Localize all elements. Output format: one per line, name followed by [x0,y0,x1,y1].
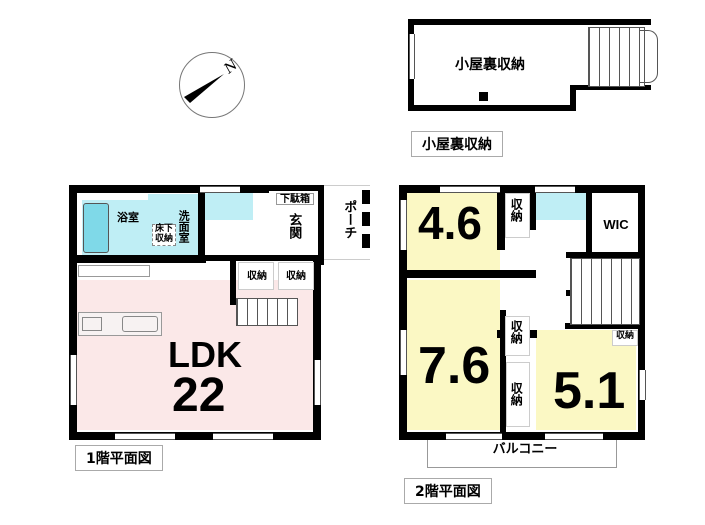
attic-caption: 小屋裏収納 [411,131,503,157]
balcony [427,440,617,468]
room-7-6-storage-label: 収納 [509,320,524,344]
stairs-2f [570,258,640,325]
sink-icon [122,316,158,332]
room-7-6 [404,280,500,430]
floor2-caption: 2階平面図 [404,478,492,504]
attic-room-label: 小屋裏収納 [455,57,525,73]
bath-label: 浴室 [117,211,139,224]
room-4-6 [404,190,500,270]
room-4-6-storage-label: 収納 [509,198,524,222]
toilet-2f [533,190,587,220]
room-4-6-size: 4.6 [418,197,482,249]
compass-needle-icon [184,74,224,103]
balcony-label: バルコニー [492,442,558,457]
storage-label-1f-b: 収納 [286,271,306,282]
stairs-1f [236,298,298,326]
kitchen-storage [78,265,150,277]
floor1-caption: 1階平面図 [75,445,163,471]
room-5-1-left-storage-label: 収納 [509,382,524,406]
room-5-1-size: 5.1 [553,362,626,420]
wic-label: WIC [603,217,629,232]
entrance-label: 玄関 [286,213,302,239]
stove-icon [82,317,102,331]
room-5-1-storage-label: 収納 [615,331,634,341]
wic [592,193,638,252]
compass: N [179,52,245,118]
ldk-size: 22 [172,369,226,422]
underfloor-storage-label: 床下収納 [152,224,176,246]
porch-label: ポーチ [341,200,357,239]
room-7-6-size: 7.6 [418,337,491,395]
attic-hatch [479,92,488,101]
room-5-1 [536,330,636,430]
ldk-label: LDK [168,334,242,375]
shoe-box-label: 下駄箱 [280,194,310,205]
storage-label-1f-a: 収納 [247,271,267,282]
bathtub [83,203,109,253]
washroom-label: 洗面室 [177,210,191,243]
